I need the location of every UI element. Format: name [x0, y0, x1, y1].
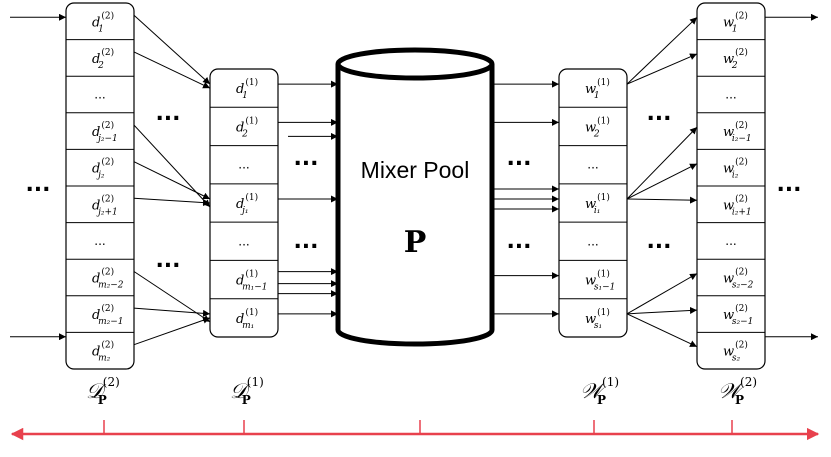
ellipsis-marker: ...	[155, 248, 180, 273]
mix-arrow	[133, 51, 211, 89]
column-frame	[209, 68, 279, 338]
cell-label: w(2)i₂+1	[723, 193, 752, 217]
cylinder-body	[335, 64, 495, 347]
cell-label: w(1)1	[585, 77, 610, 101]
split-arrow	[626, 16, 698, 85]
cell-label: d(1)j₁	[236, 192, 258, 216]
ellipsis-layer: ..............................	[25, 101, 801, 273]
cell-label: w(2)s₂−2	[723, 267, 754, 291]
group-labels: 𝒟(2)P 𝒟(1)P 𝒲(1)P 𝒲(2)P	[86, 375, 757, 407]
cell-label: w(2)2	[723, 47, 748, 71]
split-arrow	[626, 306, 698, 315]
cell-ellipsis: ...	[725, 88, 736, 102]
column-d1: d(1)1 d(1)2... d(1)j₁... d(1)m₁−1 d(1)m₁	[209, 68, 279, 338]
split-arrow	[626, 126, 698, 200]
cylinder-top	[335, 47, 495, 81]
group-label-w2: 𝒲(2)P	[718, 375, 757, 407]
cell-ellipsis: ...	[725, 234, 736, 248]
split-arrow	[626, 53, 698, 85]
group-label-d1: 𝒟(1)P	[230, 375, 264, 407]
column-w1: w(1)1 w(1)2... w(1)i₁... w(1)s₁−1 w(1)s₁	[558, 68, 628, 338]
cell-label: d(2)m₂−2	[92, 267, 124, 291]
cell-label: w(1)s₁	[585, 307, 610, 331]
column-frame	[558, 68, 628, 338]
ellipsis-marker: ...	[293, 229, 318, 254]
mix-arrow	[133, 271, 211, 323]
mix-arrow	[133, 197, 211, 207]
cell-label: w(1)i₁	[585, 192, 610, 216]
split-arrow	[626, 196, 698, 204]
cell-label: d(2)j₂−1	[92, 120, 118, 144]
split-arrow	[626, 273, 698, 315]
ellipsis-marker: ...	[506, 229, 531, 254]
column-d2: d(2)1 d(2)2... d(2)j₂−1 d(2)j₂ d(2)j₂+1... d(…	[65, 2, 135, 370]
column-w2: w(2)1 w(2)2... w(2)i₂−1 w(2)i₂ w(2)i₂+1... w(…	[696, 2, 766, 370]
group-label-d2: 𝒟(2)P	[86, 375, 120, 407]
cell-label: w(2)s₂−1	[723, 303, 753, 327]
split-arrow	[626, 313, 698, 348]
group-label-w1: 𝒲(1)P	[580, 375, 619, 407]
cell-label: d(2)m₂−1	[92, 303, 124, 327]
cell-ellipsis: ...	[94, 88, 105, 102]
pool-title: Mixer Pool	[361, 157, 470, 183]
ellipsis-marker: ...	[646, 101, 671, 126]
ellipsis-marker: ...	[646, 229, 671, 254]
timeline	[10, 420, 820, 441]
cell-ellipsis: ...	[238, 158, 249, 172]
split-arrow	[626, 163, 698, 200]
cell-label: w(1)2	[585, 115, 610, 139]
cell-label: w(2)i₂−1	[723, 120, 752, 144]
cell-label: d(2)1	[92, 10, 114, 34]
cell-label: d(2)j₂	[92, 157, 114, 181]
arrows-layer	[10, 13, 818, 348]
ellipsis-marker: ...	[776, 172, 801, 197]
cell-label: d(2)j₂+1	[92, 193, 118, 217]
cell-label: d(1)m₁−1	[236, 269, 268, 293]
cell-ellipsis: ...	[94, 234, 105, 248]
cell-label: w(2)i₂	[723, 157, 748, 181]
ellipsis-marker: ...	[506, 146, 531, 171]
cell-label: w(2)1	[723, 10, 748, 34]
cell-label: w(1)s₁−1	[585, 269, 615, 293]
cell-label: d(1)2	[236, 115, 258, 139]
cell-label: d(2)2	[92, 47, 114, 71]
cell-label: d(1)m₁	[236, 307, 258, 331]
cell-ellipsis: ...	[238, 234, 249, 248]
columns-layer: d(2)1d(2)2...d(2)j₂−1d(2)j₂d(2)j₂+1...d(…	[65, 2, 766, 370]
mix-arrow	[133, 124, 211, 208]
mix-arrow	[133, 307, 211, 317]
mix-arrow	[133, 316, 211, 346]
ellipsis-marker: ...	[25, 172, 50, 197]
pool-symbol: P	[404, 225, 427, 260]
mix-arrow	[133, 161, 211, 200]
ellipsis-marker: ...	[155, 101, 180, 126]
cell-ellipsis: ...	[587, 234, 598, 248]
cell-label: d(2)m₂	[92, 340, 114, 364]
cell-ellipsis: ...	[587, 158, 598, 172]
ellipsis-marker: ...	[293, 146, 318, 171]
cell-label: d(1)1	[236, 77, 258, 101]
cell-label: w(2)s₂	[723, 340, 748, 364]
mix-arrow	[133, 14, 211, 85]
